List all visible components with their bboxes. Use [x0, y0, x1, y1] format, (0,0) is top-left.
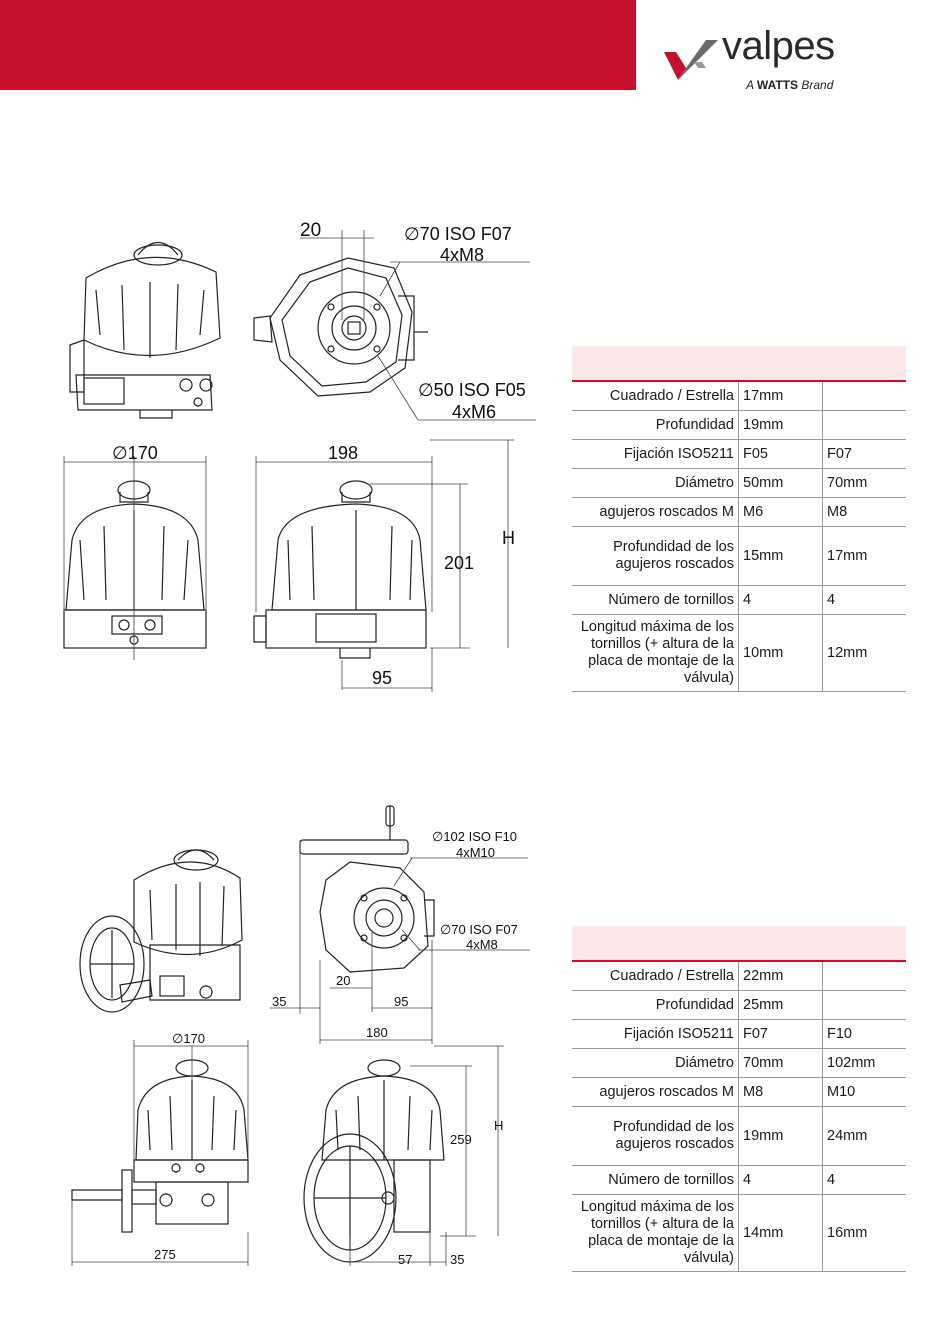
dim-180: 180 [366, 1025, 388, 1040]
valpes-mark-icon [664, 40, 718, 80]
dim-57: 57 [398, 1252, 412, 1267]
actuator-front-view [63, 480, 207, 649]
brand-name: valpes [722, 24, 835, 68]
dim-iso-f10: ∅102 ISO F10 [432, 829, 517, 844]
actuator-handwheel-side-view [303, 1059, 445, 1263]
actuator-handwheel-front-view [71, 1059, 249, 1233]
dim-h-2: H [494, 1118, 503, 1133]
dim-4xm8: 4xM8 [440, 245, 484, 265]
brand-logo: valpes A WATTS Brand [664, 18, 854, 98]
dim-diam-170-2: ∅170 [172, 1031, 205, 1046]
dim-iso-f07: ∅70 ISO F07 [404, 224, 512, 244]
actuator-top-view [253, 257, 428, 397]
table-row: Longitud máxima de los tornillos (+ altu… [572, 1194, 906, 1272]
dim-35-bottom: 35 [450, 1252, 464, 1267]
dim-198: 198 [328, 443, 358, 463]
table-header [572, 346, 906, 382]
actuator-3d-view [69, 241, 221, 419]
table-header [572, 926, 906, 962]
table-row: Longitud máxima de los tornillos (+ altu… [572, 614, 906, 692]
actuator-handwheel-top-view [299, 805, 435, 973]
dim-iso-f07-2: ∅70 ISO F07 [440, 922, 518, 937]
actuator-side-view [253, 480, 427, 659]
actuator-handwheel-3d-view [79, 849, 243, 1013]
dim-20-2: 20 [336, 973, 350, 988]
dim-4xm6: 4xM6 [452, 402, 496, 422]
header-banner [0, 0, 636, 90]
dim-diam-170: ∅170 [112, 443, 158, 463]
dim-201: 201 [444, 553, 474, 573]
brand-tagline: A WATTS Brand [746, 78, 834, 92]
dim-95: 95 [372, 668, 392, 688]
dim-95-2: 95 [394, 994, 408, 1009]
dim-275: 275 [154, 1247, 176, 1262]
dim-iso-f05: ∅50 ISO F05 [418, 380, 526, 400]
dim-20: 20 [300, 220, 321, 241]
dim-35-top: 35 [272, 994, 286, 1009]
dim-259: 259 [450, 1132, 472, 1147]
dim-4xm10: 4xM10 [456, 845, 495, 860]
dim-4xm8-2: 4xM8 [466, 937, 498, 952]
dim-h: H [502, 528, 515, 548]
